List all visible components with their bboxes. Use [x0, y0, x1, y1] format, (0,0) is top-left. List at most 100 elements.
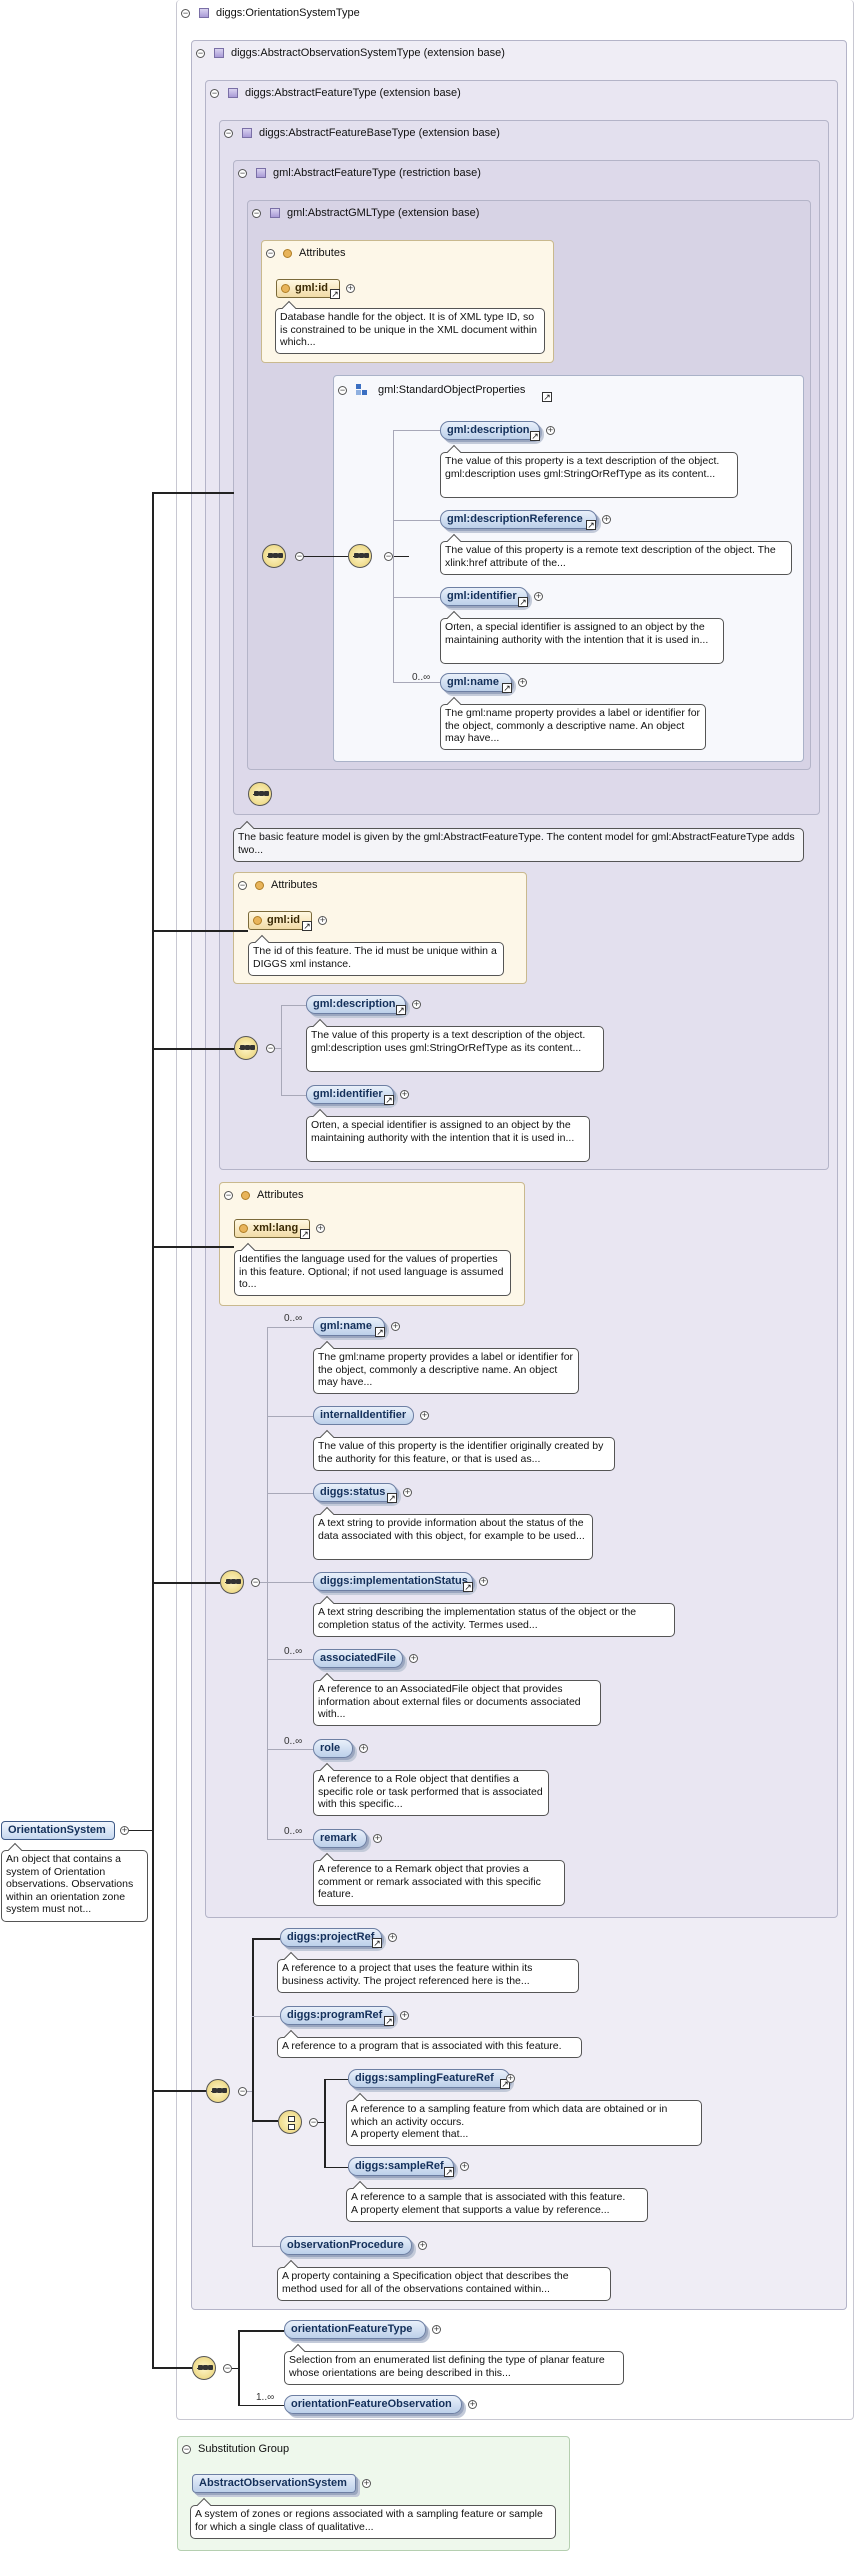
collapse-toggle[interactable]: [224, 1191, 233, 1200]
observation-procedure-element[interactable]: observationProcedure: [280, 2236, 412, 2255]
link-icon[interactable]: ↗: [384, 1095, 394, 1105]
diggs-implementation-status-element[interactable]: diggs:implementationStatus: [313, 1572, 473, 1591]
expand-toggle[interactable]: [359, 1744, 368, 1753]
collapse-toggle[interactable]: [238, 2087, 247, 2096]
expand-toggle[interactable]: [418, 2241, 427, 2250]
link-icon[interactable]: ↗: [530, 431, 540, 441]
collapse-toggle[interactable]: [182, 2445, 191, 2454]
link-icon[interactable]: ↗: [387, 1493, 397, 1503]
link-icon[interactable]: ↗: [586, 520, 596, 530]
base-gml-identifier-element[interactable]: gml:identifier: [306, 1085, 394, 1104]
collapse-toggle[interactable]: [210, 89, 219, 98]
expand-toggle[interactable]: [420, 1411, 429, 1420]
sequence-compositor-icon[interactable]: [220, 1570, 244, 1594]
expand-toggle[interactable]: [388, 1933, 397, 1942]
expand-toggle[interactable]: [318, 916, 327, 925]
gml-name-element[interactable]: gml:name: [440, 673, 512, 692]
remark-element[interactable]: remark: [313, 1829, 367, 1848]
expand-toggle[interactable]: [346, 284, 355, 293]
collapse-toggle[interactable]: [251, 1578, 260, 1587]
collapse-toggle[interactable]: [266, 249, 275, 258]
sequence-compositor-icon[interactable]: [192, 2356, 216, 2380]
orientation-feature-type-element[interactable]: orientationFeatureType: [284, 2320, 426, 2339]
sequence-compositor-icon[interactable]: [248, 782, 272, 806]
sampling-feature-ref-element[interactable]: diggs:samplingFeatureRef: [348, 2069, 510, 2088]
link-icon[interactable]: ↗: [330, 289, 340, 299]
expand-toggle[interactable]: [400, 2011, 409, 2020]
link-icon[interactable]: ↗: [542, 392, 552, 402]
expand-toggle[interactable]: [403, 1488, 412, 1497]
expand-toggle[interactable]: [506, 2074, 515, 2083]
sequence-compositor-icon[interactable]: [206, 2079, 230, 2103]
gml-description-reference-element[interactable]: gml:descriptionReference: [440, 510, 597, 529]
base-gml-id-attribute[interactable]: gml:id: [248, 911, 312, 930]
role-element[interactable]: role: [313, 1739, 353, 1758]
sample-ref-element[interactable]: diggs:sampleRef: [348, 2157, 454, 2176]
expand-toggle[interactable]: [409, 1654, 418, 1663]
diggs-status-element[interactable]: diggs:status: [313, 1483, 397, 1502]
expand-toggle[interactable]: [391, 1322, 400, 1331]
expand-toggle[interactable]: [518, 678, 527, 687]
complex-type-icon: [228, 88, 238, 98]
base-gml-description-element[interactable]: gml:description: [306, 995, 406, 1014]
observation-procedure-doc: A property containing a Specification ob…: [277, 2267, 611, 2301]
connector-line: [267, 1659, 313, 1660]
sequence-compositor-icon[interactable]: [234, 1036, 258, 1060]
link-icon[interactable]: ↗: [300, 1229, 310, 1239]
collapse-toggle[interactable]: [238, 881, 247, 890]
expand-toggle[interactable]: [316, 1224, 325, 1233]
link-icon[interactable]: ↗: [500, 2079, 510, 2089]
gml-description-element[interactable]: gml:description: [440, 421, 540, 440]
gml-identifier-element[interactable]: gml:identifier: [440, 587, 528, 606]
collapse-toggle[interactable]: [338, 386, 347, 395]
link-icon[interactable]: ↗: [375, 1327, 385, 1337]
program-ref-doc: A reference to a program that is associa…: [277, 2037, 582, 2058]
associated-file-element[interactable]: associatedFile: [313, 1649, 403, 1668]
collapse-toggle[interactable]: [309, 2118, 318, 2127]
expand-toggle[interactable]: [432, 2325, 441, 2334]
orientation-feature-observation-element[interactable]: orientationFeatureObservation: [284, 2395, 462, 2414]
expand-toggle[interactable]: [400, 1090, 409, 1099]
link-icon[interactable]: ↗: [302, 921, 312, 931]
collapse-toggle[interactable]: [238, 169, 247, 178]
expand-toggle[interactable]: [534, 592, 543, 601]
collapse-toggle[interactable]: [295, 552, 304, 561]
gml-feature-type-doc: The basic feature model is given by the …: [233, 828, 804, 862]
link-icon[interactable]: ↗: [372, 1938, 382, 1948]
abstract-observation-system-element[interactable]: AbstractObservationSystem: [192, 2474, 356, 2493]
internal-identifier-element[interactable]: internalIdentifier: [313, 1406, 414, 1425]
feature-gml-name-element[interactable]: gml:name: [313, 1317, 385, 1336]
collapse-toggle[interactable]: [181, 9, 190, 18]
sequence-compositor-icon[interactable]: [262, 544, 286, 568]
collapse-toggle[interactable]: [252, 209, 261, 218]
program-ref-element[interactable]: diggs:programRef: [280, 2006, 394, 2025]
orientation-system-root-element[interactable]: OrientationSystem: [1, 1821, 115, 1840]
collapse-toggle[interactable]: [384, 552, 393, 561]
connector-line: [393, 430, 394, 682]
expand-toggle[interactable]: [479, 1577, 488, 1586]
link-icon[interactable]: ↗: [384, 2016, 394, 2026]
collapse-toggle[interactable]: [224, 129, 233, 138]
collapse-toggle[interactable]: [266, 1044, 275, 1053]
expand-toggle[interactable]: [602, 515, 611, 524]
sequence-compositor-icon[interactable]: [348, 544, 372, 568]
expand-toggle[interactable]: [468, 2400, 477, 2409]
collapse-toggle[interactable]: [196, 49, 205, 58]
gml-id-attribute[interactable]: gml:id: [276, 279, 340, 298]
connector-line: [152, 492, 234, 494]
project-ref-element[interactable]: diggs:projectRef: [280, 1928, 382, 1947]
expand-toggle[interactable]: [546, 426, 555, 435]
link-icon[interactable]: ↗: [396, 1005, 406, 1015]
expand-toggle[interactable]: [373, 1834, 382, 1843]
xml-lang-attribute[interactable]: xml:lang: [234, 1219, 310, 1238]
choice-compositor-icon[interactable]: [278, 2110, 302, 2134]
link-icon[interactable]: ↗: [502, 683, 512, 693]
collapse-toggle[interactable]: [223, 2364, 232, 2373]
link-icon[interactable]: ↗: [518, 597, 528, 607]
expand-toggle[interactable]: [460, 2162, 469, 2171]
collapse-toggle[interactable]: [120, 1826, 129, 1835]
link-icon[interactable]: ↗: [444, 2167, 454, 2177]
expand-toggle[interactable]: [362, 2479, 371, 2488]
link-icon[interactable]: ↗: [463, 1582, 473, 1592]
expand-toggle[interactable]: [412, 1000, 421, 1009]
